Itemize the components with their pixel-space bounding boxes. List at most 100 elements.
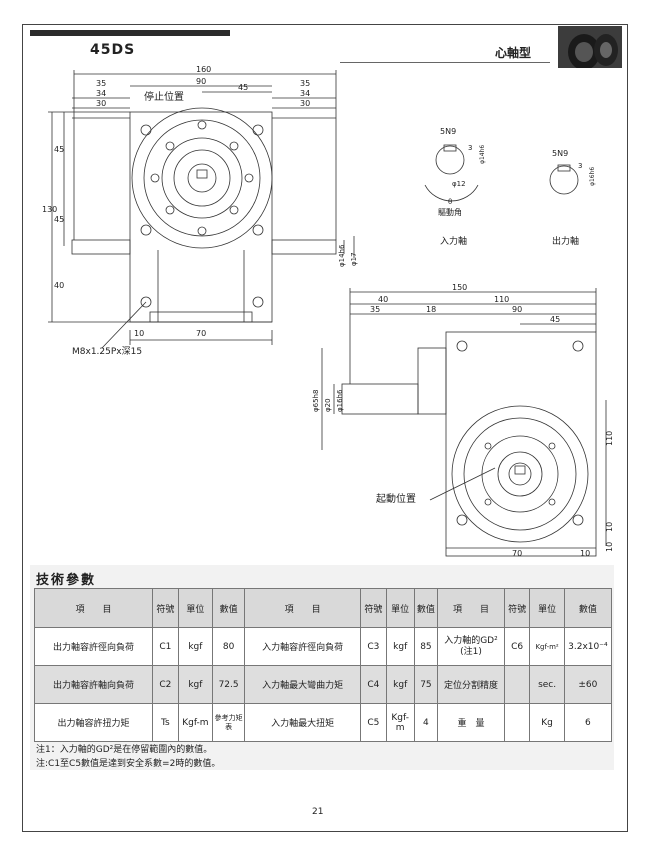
spec-value: 85 [413,627,439,666]
spec-value: 3.2x10⁻⁴ [563,627,613,666]
side-view-body [445,331,597,557]
dim-left-35: 35 [96,79,106,88]
dim-side-overall: 150 [452,283,467,292]
input-detail-theta: θ [448,198,452,206]
table-row: 出力軸容許軸向負荷 C2 kgf 72.5 入力軸最大彎曲力矩 C4 kgf 7… [34,665,613,704]
header-value: 數值 [413,588,439,628]
dim-left-30: 30 [96,99,106,108]
label-input-shaft: 入力軸 [440,235,467,247]
dim-side-d20: φ20 [324,398,332,412]
input-detail-depth: 3 [468,144,472,152]
output-detail-shaft: φ16h6 [589,167,596,186]
spec-value: 72.5 [212,665,246,704]
header-unit: 單位 [529,588,565,628]
spec-unit: sec. [529,665,565,704]
dim-center: 90 [196,77,206,86]
spec-symbol: C3 [360,627,387,666]
dim-side-d65: φ65h8 [312,390,320,412]
header-unit: 單位 [385,588,415,628]
spec-symbol: Ts [151,703,179,742]
table-row: 出力軸容許扭力矩 Ts Kgf-m 參考力矩表 入力軸最大扭矩 C5 Kgf-m… [34,703,613,742]
spec-value: 6 [563,703,613,742]
spec-unit: kgf [385,627,415,666]
header-item: 項 目 [244,588,362,628]
spec-title: 技術參數 [36,573,97,588]
output-detail-depth: 3 [578,162,582,170]
spec-symbol: C2 [151,665,179,704]
dim-front-d14: φ14h6 [338,244,346,267]
header-rule [340,62,550,63]
model-title: 45DS [90,42,136,58]
note-2: 注:C1至C5數值是達到安全系數=2時的數值。 [36,759,221,769]
engineering-drawing: 160 90 35 34 30 35 34 30 45 停止位置 45 130 … [42,65,614,558]
label-start-position: 起動位置 [376,492,416,505]
dim-side-b70: 70 [512,549,522,558]
dim-overall: 160 [196,65,211,74]
label-output-shaft: 出力軸 [552,235,579,247]
spec-unit: kgf [385,665,415,704]
spec-header-row: 項 目 符號 單位 數值 項 目 符號 單位 數值 項 目 符號 單位 數值 [34,588,613,628]
dim-side-18: 18 [426,305,436,314]
dim-side-110: 110 [494,295,509,304]
dim-side-90: 90 [512,305,522,314]
spec-item: 入力軸的GD² (注1) [437,627,505,666]
header-item: 項 目 [437,588,505,628]
spec-item: 入力軸最大扭矩 [244,703,362,742]
label-stop-position: 停止位置 [144,90,184,103]
spec-value: 80 [212,627,246,666]
input-detail-shaft: φ14h6 [479,145,486,164]
input-detail-key: 5N9 [440,127,456,136]
spec-unit: Kgf-m [385,703,415,742]
dim-side-d16: φ16h6 [336,389,344,412]
spec-value: 參考力矩表 [212,703,246,742]
header-symbol: 符號 [151,588,179,628]
page-number: 21 [312,807,324,817]
spec-item: 定位分割精度 [437,665,505,704]
dim-left-45b: 45 [54,215,64,224]
spec-unit: Kgf-m [177,703,214,742]
spec-unit: kgf [177,627,214,666]
dim-side-v110: 110 [605,431,614,446]
dim-right-30: 30 [300,99,310,108]
dim-front-b10: 10 [134,329,144,338]
label-thread-note: M8x1.25Px深15 [72,346,142,357]
header-symbol: 符號 [503,588,531,628]
front-view-body [129,111,273,323]
dim-right-34: 34 [300,89,310,98]
header-symbol: 符號 [360,588,387,628]
spec-item: 出力軸容許扭力矩 [34,703,153,742]
table-row: 出力軸容許徑向負荷 C1 kgf 80 入力軸容許徑向負荷 C3 kgf 85 … [34,627,613,666]
spec-value: 4 [413,703,439,742]
label-drive-angle: 驅動角 [438,207,462,217]
dim-side-v10b: 10 [605,542,614,552]
type-title: 心軸型 [495,46,532,60]
spec-symbol: C1 [151,627,179,666]
spec-symbol [503,703,531,742]
dim-front-d17: φ17 [350,252,358,266]
dim-side-45: 45 [550,315,560,324]
spec-unit: kgf [177,665,214,704]
spec-item: 入力軸最大彎曲力矩 [244,665,362,704]
dim-left-45a: 45 [54,145,64,154]
dim-center-45: 45 [238,83,248,92]
spec-unit: Kg [529,703,565,742]
spec-symbol: C6 [503,627,531,666]
spec-item: 出力軸容許軸向負荷 [34,665,153,704]
dim-left-40: 40 [54,281,64,290]
spec-value: ±60 [563,665,613,704]
dim-side-40: 40 [378,295,388,304]
spec-item: 入力軸容許徑向負荷 [244,627,362,666]
spec-item: 出力軸容許徑向負荷 [34,627,153,666]
dim-side-v10a: 10 [605,522,614,532]
spec-unit: Kgf-m² [529,627,565,666]
spec-value: 75 [413,665,439,704]
dim-side-b10: 10 [580,549,590,558]
header-value: 數值 [563,588,613,628]
spec-item: 重 量 [437,703,505,742]
dim-right-35: 35 [300,79,310,88]
dim-left-34: 34 [96,89,106,98]
header-bar [30,30,230,36]
header-unit: 單位 [177,588,214,628]
output-detail-key: 5N9 [552,149,568,158]
input-detail-pitch: φ12 [452,180,466,188]
